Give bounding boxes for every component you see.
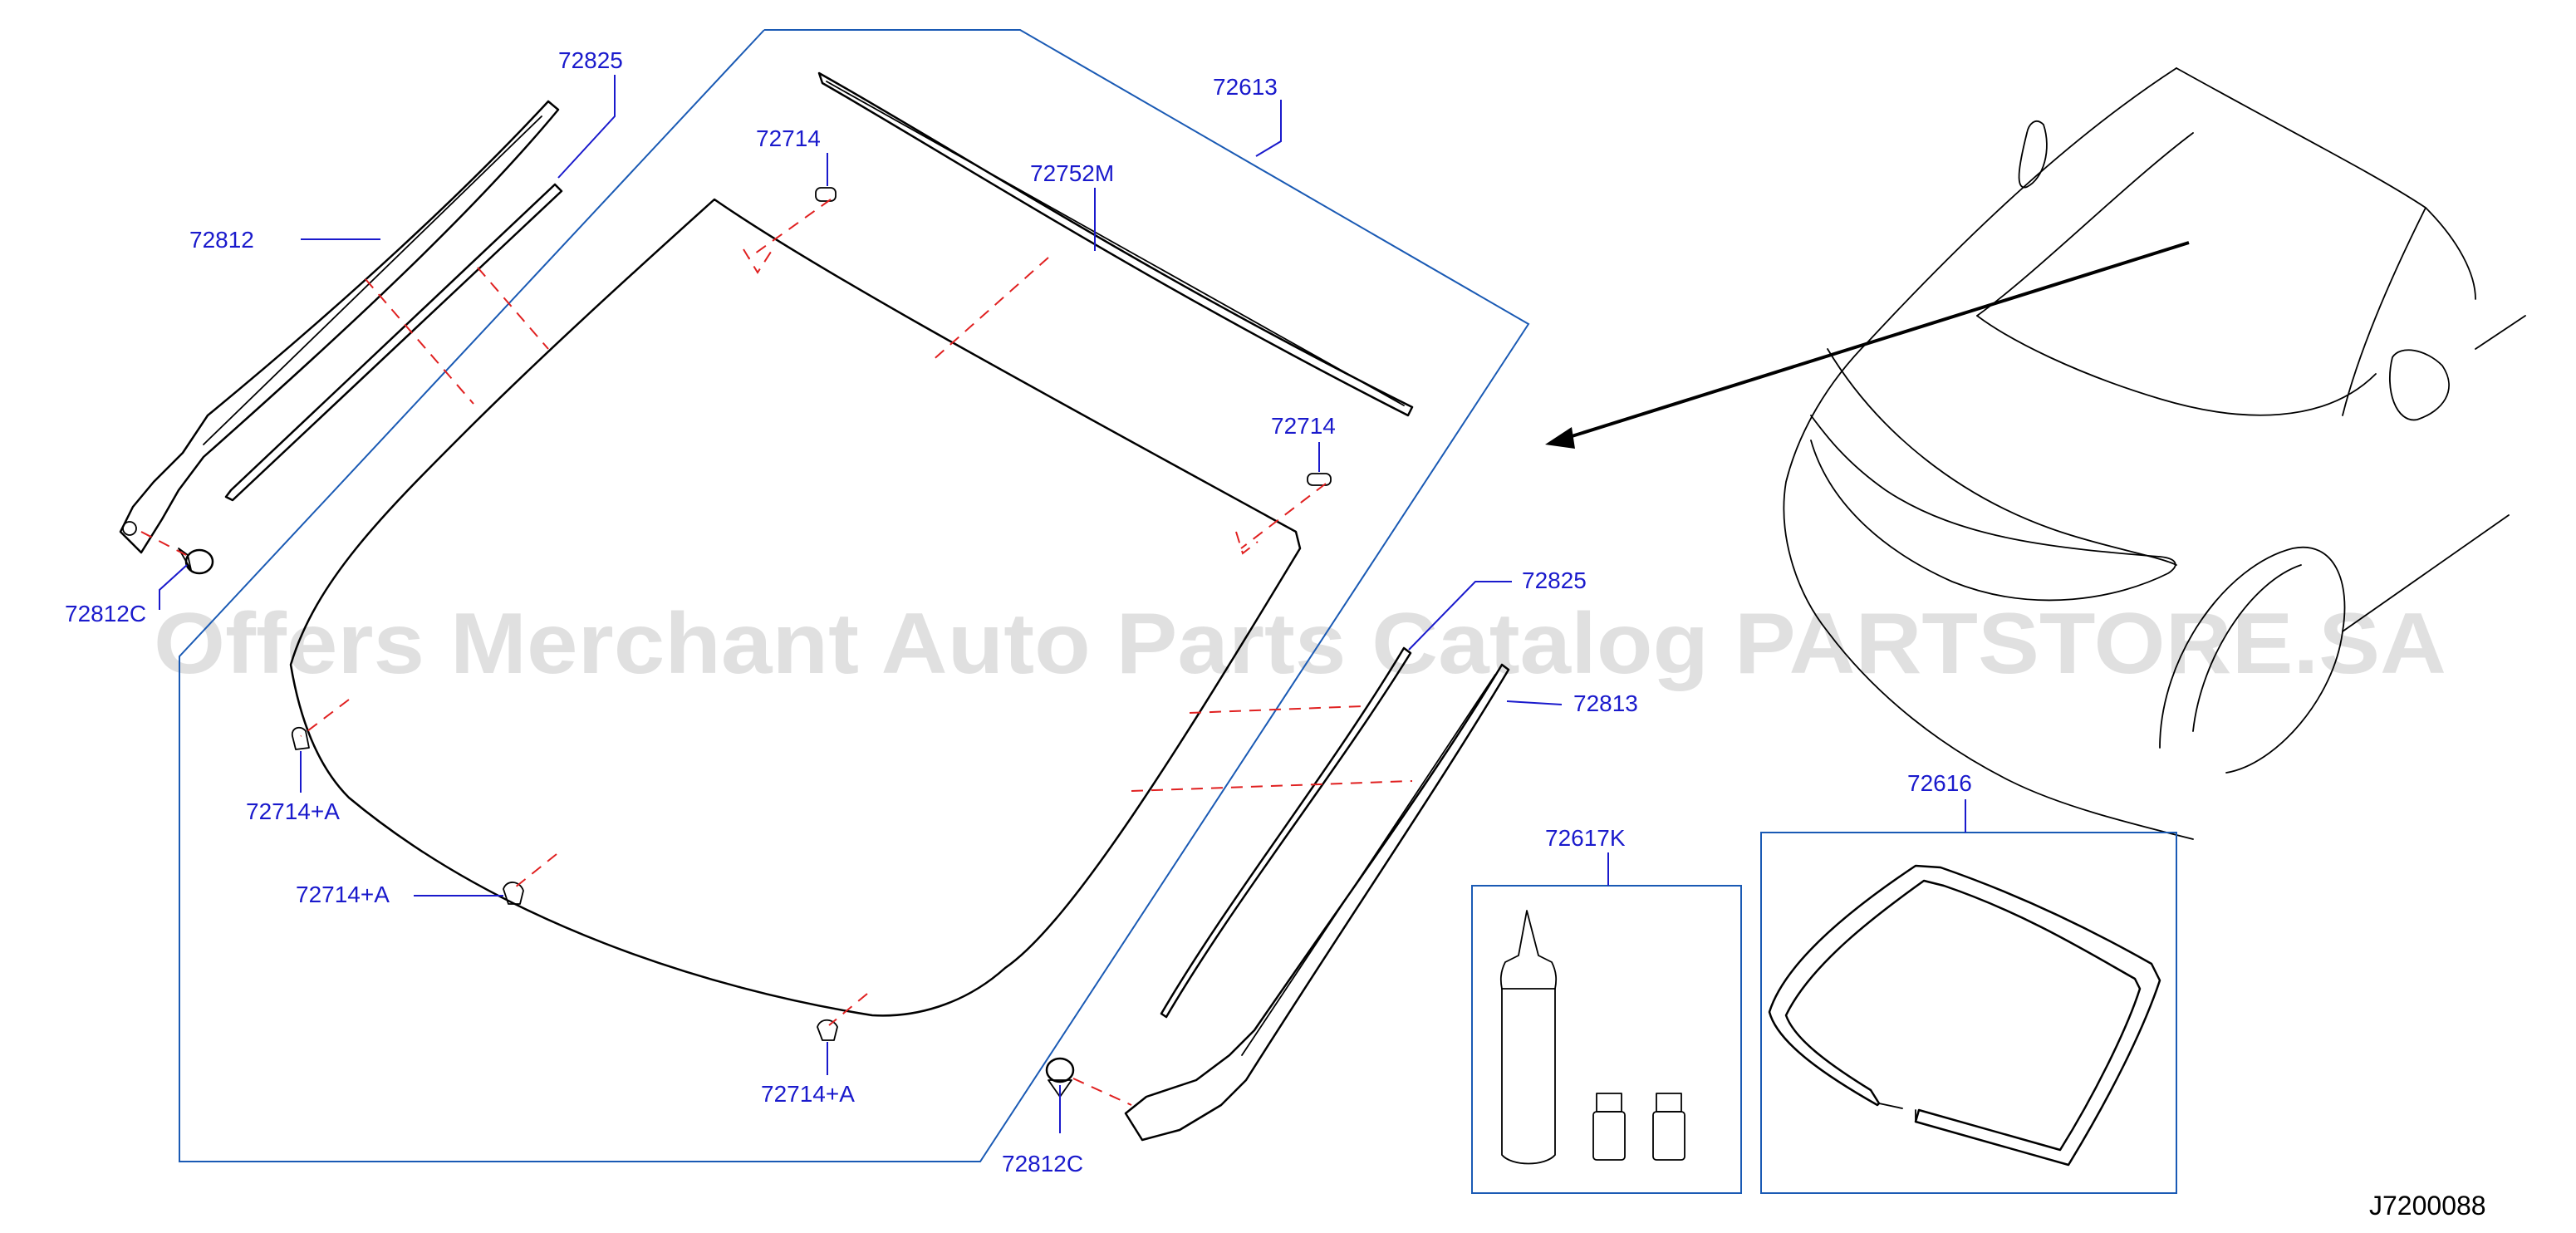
assembly-line-3 xyxy=(748,199,832,258)
leader-72825-right xyxy=(1408,581,1512,651)
primer-bottle-1 xyxy=(1592,1093,1626,1161)
assembly-line-7 xyxy=(514,853,557,888)
clip-72714a-2 xyxy=(503,882,524,905)
clip-72812c-left xyxy=(178,548,214,575)
assembly-line-11 xyxy=(140,531,187,556)
assembly-line-5 xyxy=(1240,483,1327,549)
part-label-72825-top: 72825 xyxy=(558,47,623,73)
pillar-molding-right-72813 xyxy=(1124,663,1510,1142)
part-label-72714-top: 72714 xyxy=(756,125,821,151)
part-label-72825-right: 72825 xyxy=(1522,567,1587,593)
assembly-line-9 xyxy=(1189,705,1363,714)
car-front-illustration xyxy=(1545,67,2526,840)
seal-72616-box xyxy=(1760,832,2177,1194)
part-label-72812c-left: 72812C xyxy=(65,601,146,626)
assembly-line-4 xyxy=(930,257,1049,363)
primer-bottle-2 xyxy=(1652,1093,1685,1161)
windshield-group-frame xyxy=(179,29,1530,1162)
clip-72714-right xyxy=(1307,473,1332,486)
part-label-72812: 72812 xyxy=(189,227,254,253)
assembly-line-10 xyxy=(1131,780,1413,792)
windshield-glass xyxy=(289,198,1302,1017)
assembly-line-12 xyxy=(1072,1078,1132,1106)
pillar-molding-left-hole xyxy=(122,521,137,536)
clip-72714a-1 xyxy=(291,726,310,750)
pillar-molding-left-72812 xyxy=(119,100,560,554)
assembly-line-6 xyxy=(300,699,350,737)
dam-rubber-seal xyxy=(1768,864,2161,1167)
pillar-molding-right-edge xyxy=(1241,674,1496,1056)
part-label-72813: 72813 xyxy=(1573,690,1638,716)
assembly-tick-2 xyxy=(1235,531,1259,555)
part-label-72616: 72616 xyxy=(1907,770,1972,796)
part-label-72714a-1: 72714+A xyxy=(246,798,340,824)
pillar-seal-right-72825 xyxy=(1160,646,1412,1019)
diagram-code: J7200088 xyxy=(2369,1191,2486,1221)
assembly-line-1 xyxy=(365,278,474,405)
part-label-72617k: 72617K xyxy=(1545,825,1626,851)
leader-72813 xyxy=(1506,700,1563,705)
upper-molding-inner-line xyxy=(826,81,1405,406)
pillar-molding-left-edge xyxy=(203,115,542,445)
assembly-tick-1 xyxy=(743,248,773,274)
part-label-72812c-bottom: 72812C xyxy=(1002,1151,1083,1177)
kit-72617k-box xyxy=(1471,885,1742,1194)
leader-72613 xyxy=(1255,100,1282,157)
clip-72714-top xyxy=(815,187,837,202)
part-label-72613: 72613 xyxy=(1213,74,1278,100)
watermark-text: Offers Merchant Auto Parts Catalog PARTS… xyxy=(154,596,2446,692)
leader-72825-top xyxy=(557,75,616,179)
part-label-72714a-2: 72714+A xyxy=(296,882,390,907)
clip-72714a-3 xyxy=(817,1019,838,1041)
part-label-72752m: 72752M xyxy=(1030,160,1114,186)
clip-72812c-bottom xyxy=(1045,1057,1075,1098)
adhesive-cartridge xyxy=(1499,910,1558,1165)
leader-72812c-left xyxy=(159,564,188,610)
pillar-seal-left-72825 xyxy=(224,183,563,502)
part-label-72714-right: 72714 xyxy=(1271,413,1336,439)
part-label-72714a-3: 72714+A xyxy=(761,1081,855,1107)
assembly-line-8 xyxy=(828,993,868,1026)
assembly-line-2 xyxy=(477,267,549,350)
